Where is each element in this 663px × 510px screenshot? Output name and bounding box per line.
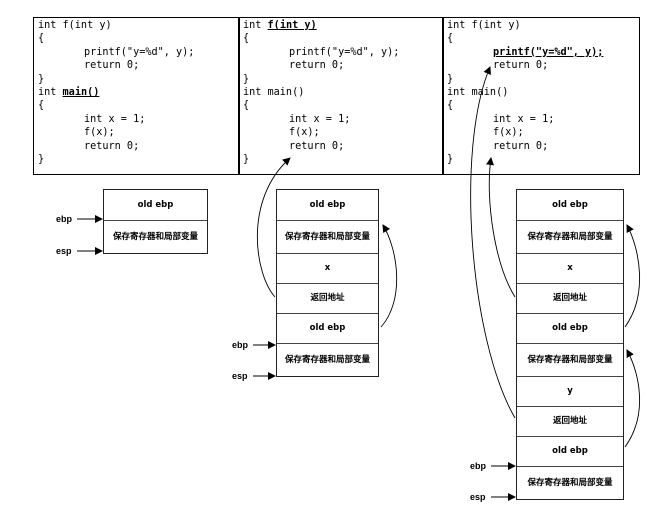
stack-cell: old ebp — [517, 313, 623, 343]
code-line: int x = 1; — [289, 113, 351, 125]
stack-cell: old ebp — [277, 313, 378, 343]
code-line: } — [447, 153, 454, 165]
code-line: { — [243, 33, 250, 45]
code-line: { — [447, 33, 454, 45]
stack-cell: 保存寄存器和局部变量 — [277, 220, 378, 253]
highlighted-code: printf("y=%d", y); — [493, 46, 604, 58]
stack-cell: y — [517, 376, 623, 406]
stack-cell: 保存寄存器和局部变量 — [517, 466, 623, 499]
saved-ebp-link-2 — [380, 224, 398, 328]
code-line: return 0; — [84, 60, 140, 72]
stack-frame-1: old ebp 保存寄存器和局部变量 — [103, 189, 208, 254]
code-line: printf("y=%d", y); — [84, 46, 195, 58]
stack-cell: 返回地址 — [517, 406, 623, 436]
code-line: int main() — [243, 86, 305, 98]
code-block-3: int f(int y) { printf("y=%d", y); return 0;… — [447, 19, 603, 166]
code-line: printf("y=%d", y); — [447, 46, 603, 59]
stack-cell: old ebp — [517, 436, 623, 466]
stack-cell: old ebp — [309, 199, 346, 210]
code-line: f(x); — [289, 127, 320, 139]
code-line: } — [447, 73, 454, 85]
code-line: f(x); — [84, 127, 115, 139]
code-block-2: int f(int y) { printf("y=%d", y); return 0;… — [243, 19, 399, 166]
code-line: return 0; — [289, 60, 345, 72]
saved-ebp-link-3b — [624, 224, 641, 328]
code-line: int f(int y) — [243, 20, 317, 31]
code-line: { — [38, 100, 45, 112]
code-block-1: int f(int y) { printf("y=%d", y); return 0;… — [38, 19, 194, 166]
stack-cell: 返回地址 — [517, 283, 623, 313]
code-line: return 0; — [493, 140, 549, 152]
code-panel-3: int f(int y) { printf("y=%d", y); return 0;… — [442, 17, 640, 175]
code-line: int f(int y) — [38, 20, 112, 31]
code-line: printf("y=%d", y); — [289, 46, 400, 58]
stack-cell: old ebp — [137, 199, 174, 210]
code-line: { — [243, 100, 250, 112]
code-line: int x = 1; — [84, 113, 146, 125]
esp-label-2: esp — [232, 371, 248, 381]
return-address-link-3b — [470, 66, 516, 419]
stack-cell: 返回地址 — [277, 283, 378, 313]
stack-cell: 保存寄存器和局部变量 — [517, 220, 623, 253]
highlighted-code: f(int y) — [267, 20, 317, 31]
stack-cell: 保存寄存器和局部变量 — [104, 220, 207, 253]
code-line: { — [447, 100, 454, 112]
stack-cell: x — [277, 253, 378, 283]
code-line: { — [38, 33, 45, 45]
stack-cell: old ebp — [552, 199, 588, 210]
code-line: int f(int y) — [447, 20, 521, 31]
ebp-label-3: ebp — [470, 461, 487, 471]
code-panel-2: int f(int y) { printf("y=%d", y); return 0;… — [238, 17, 444, 175]
code-line: int main() — [447, 86, 509, 98]
code-line: return 0; — [493, 60, 549, 72]
stack-cell: x — [517, 253, 623, 283]
stack-cell: 保存寄存器和局部变量 — [517, 343, 623, 376]
code-panel-1: int f(int y) { printf("y=%d", y); return 0;… — [33, 17, 240, 175]
ebp-label-2: ebp — [232, 340, 249, 350]
return-address-link-3a — [486, 157, 516, 298]
code-line: return 0; — [84, 140, 140, 152]
code-line: } — [243, 153, 250, 165]
esp-label-3: esp — [470, 492, 486, 502]
code-line: int main() — [38, 86, 100, 98]
code-line: } — [38, 153, 45, 165]
code-line: f(x); — [493, 127, 524, 139]
code-line: } — [38, 73, 45, 85]
code-line: } — [243, 73, 250, 85]
highlighted-code: main() — [62, 86, 100, 98]
esp-label-1: esp — [56, 246, 72, 256]
code-line: return 0; — [289, 140, 345, 152]
saved-ebp-link-3a — [624, 349, 641, 448]
return-address-link-2 — [256, 157, 291, 298]
stack-cell: 保存寄存器和局部变量 — [277, 343, 378, 376]
code-line: int x = 1; — [493, 113, 555, 125]
ebp-label-1: ebp — [56, 214, 73, 224]
